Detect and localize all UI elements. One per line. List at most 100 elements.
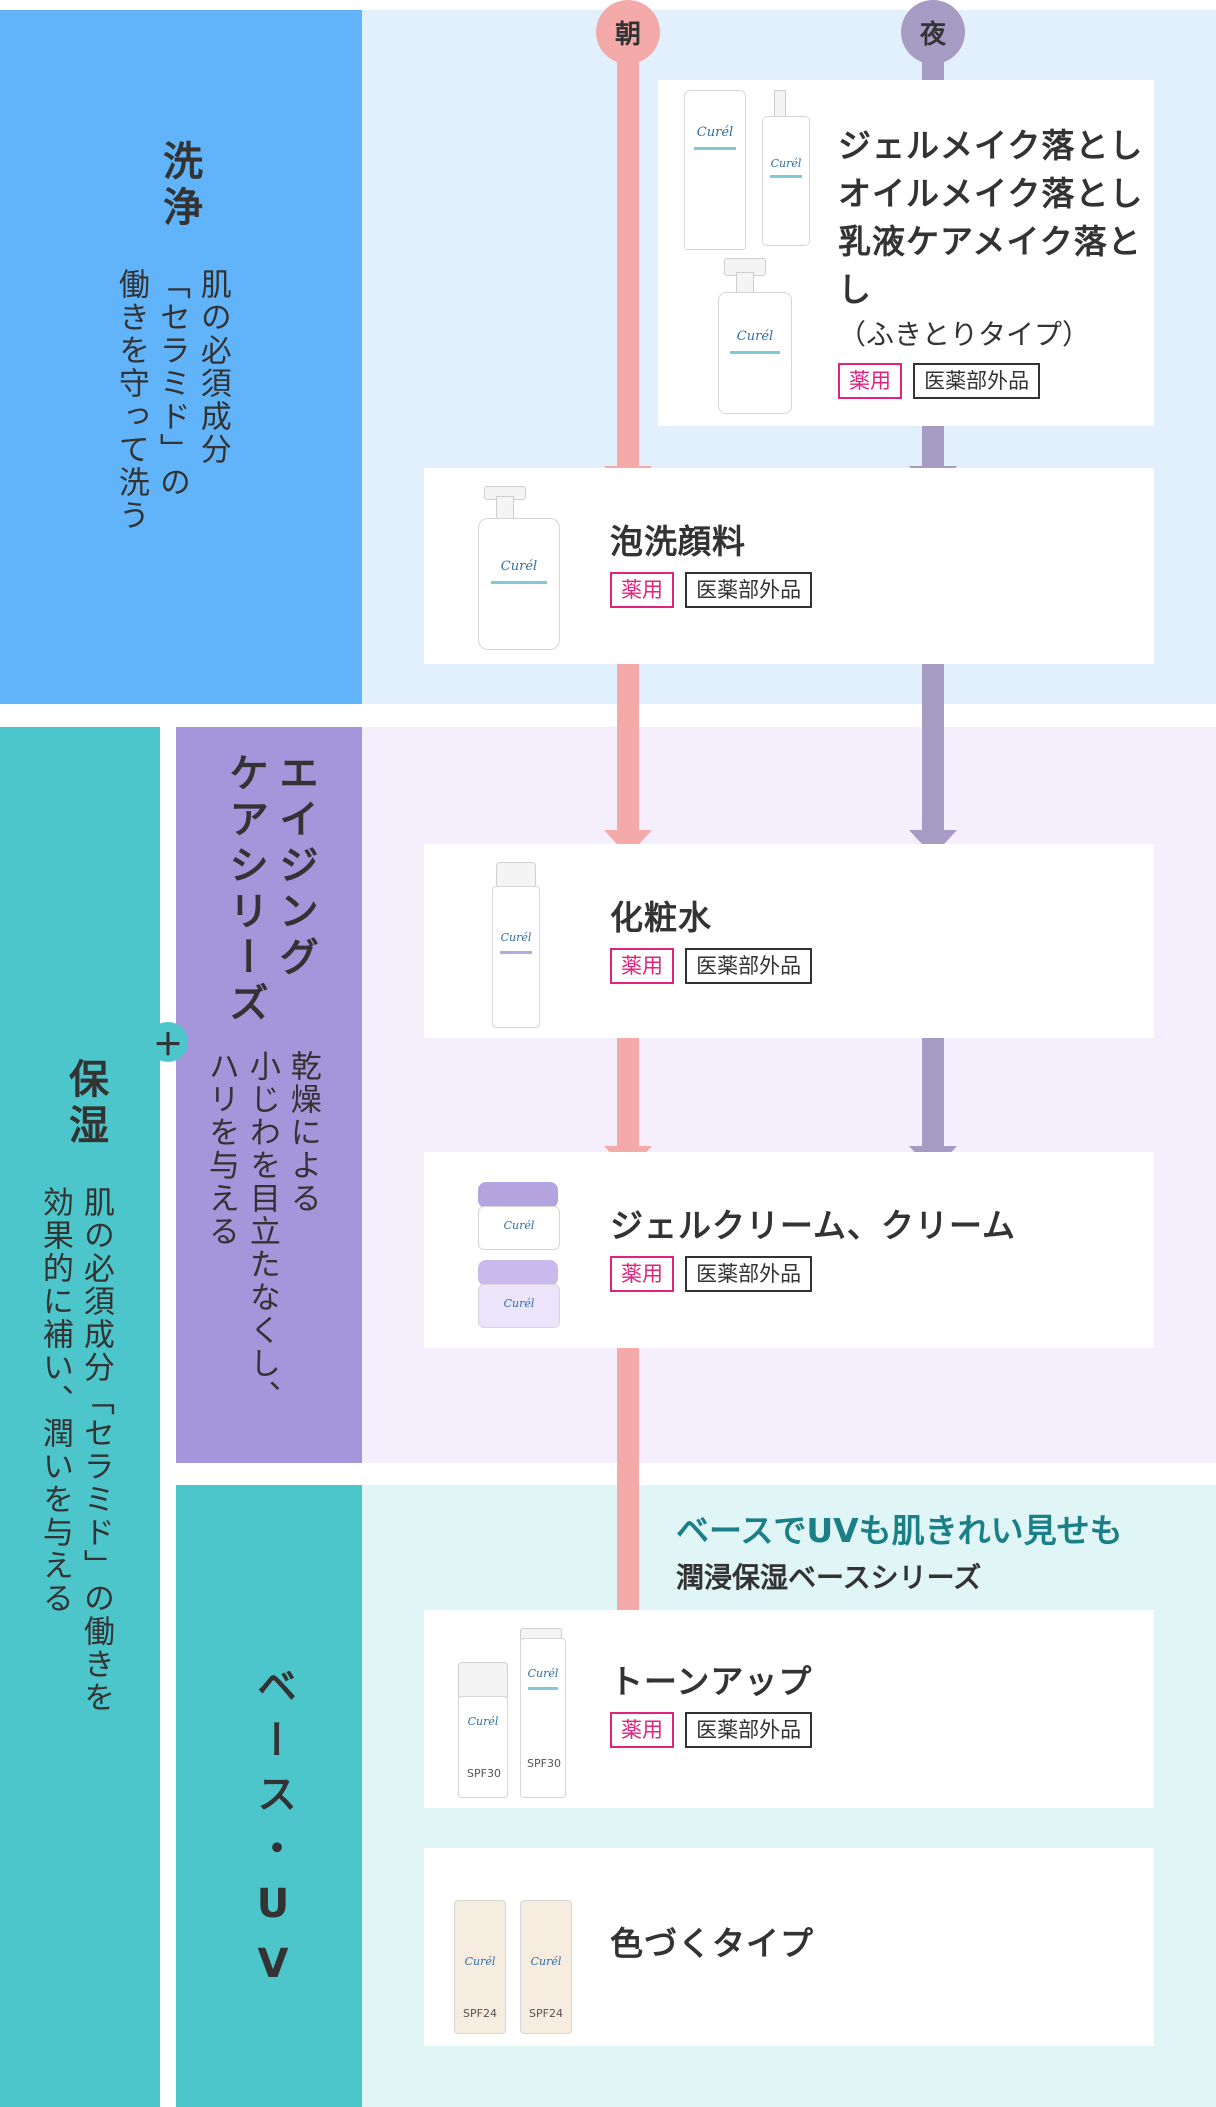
aging-products-panel <box>362 727 1216 1463</box>
package-stripe <box>491 581 547 584</box>
brand-label: Curél <box>736 329 774 344</box>
tag-row: 薬用 医薬部外品 <box>610 1711 813 1748</box>
makeup-remover-card[interactable]: Curél Curél Curél ジェルメイク落とし オイルメイク落とし 乳液… <box>658 80 1154 426</box>
cream-info: ジェルクリーム、クリーム 薬用 医薬部外品 <box>610 1202 1016 1292</box>
tag-row: 薬用 医薬部外品 <box>610 947 813 984</box>
night-badge: 夜 <box>901 0 965 64</box>
bottle-cap <box>458 1662 508 1700</box>
package-stripe <box>769 175 803 178</box>
brand-label: Curél <box>467 1715 499 1728</box>
morning-flow-line <box>617 664 639 844</box>
cleanse-category-panel <box>0 10 362 704</box>
foam-wash-card[interactable]: Curél 泡洗顔料 薬用 医薬部外品 <box>424 468 1154 664</box>
product-name: トーンアップ <box>610 1662 813 1701</box>
product-name: 乳液ケアメイク落とし <box>838 221 1142 309</box>
spf-label: SPF24 <box>529 2007 563 2020</box>
aging-title-line: ケアシリーズ <box>222 752 268 1028</box>
tag-row: 薬用 医薬部外品 <box>838 363 1154 400</box>
brand-label: Curél <box>464 1955 496 1968</box>
lotion-bottle: Curél <box>492 886 540 1028</box>
quasi-drug-badge: 医薬部外品 <box>685 947 813 984</box>
cleanse-title: 洗浄 <box>156 140 202 232</box>
tinted-info: 色づくタイプ <box>610 1920 814 1968</box>
morning-flow-line <box>617 40 639 480</box>
tinted-bottle: Curél SPF24 <box>454 1900 506 2034</box>
tone-up-info: トーンアップ 薬用 医薬部外品 <box>610 1658 813 1748</box>
foam-wash-bottle: Curél <box>478 518 560 650</box>
medicated-badge: 薬用 <box>610 1255 674 1292</box>
aging-category-panel <box>176 727 362 1463</box>
aging-desc-line: ハリを与える <box>202 1050 239 1248</box>
aging-title: エイジング ケアシリーズ <box>220 752 320 1028</box>
cream-jar: Curél <box>478 1284 560 1328</box>
brand-label: Curél <box>530 1955 562 1968</box>
cream-card[interactable]: Curél Curél ジェルクリーム、クリーム 薬用 医薬部外品 <box>424 1152 1154 1348</box>
morning-badge: 朝 <box>596 0 660 64</box>
tag-row: 薬用 医薬部外品 <box>610 1255 1016 1292</box>
tone-up-card[interactable]: Curél SPF30 Curél SPF30 トーンアップ 薬用 医薬部外品 <box>424 1610 1154 1808</box>
foam-wash-info: 泡洗顔料 薬用 医薬部外品 <box>610 518 813 608</box>
product-name: ジェルメイク落とし <box>838 126 1144 165</box>
product-name: オイルメイク落とし <box>838 173 1144 213</box>
package-stripe <box>527 1687 559 1690</box>
product-name: 化粧水 <box>610 898 712 937</box>
quasi-drug-badge: 医薬部外品 <box>685 571 813 608</box>
quasi-drug-badge: 医薬部外品 <box>685 1711 813 1748</box>
lotion-card[interactable]: Curél 化粧水 薬用 医薬部外品 <box>424 844 1154 1038</box>
morning-flow-line <box>617 1348 639 1628</box>
medicated-badge: 薬用 <box>610 571 674 608</box>
tone-up-essence-tube: Curél SPF30 <box>520 1638 566 1798</box>
package-stripe <box>729 351 781 354</box>
base-series-name: 潤浸保湿ベースシリーズ <box>676 1561 982 1594</box>
brand-label: Curél <box>770 157 802 170</box>
medicated-badge: 薬用 <box>610 1711 674 1748</box>
brand-label: Curél <box>527 1667 559 1680</box>
tag-row: 薬用 医薬部外品 <box>610 571 813 608</box>
medicated-badge: 薬用 <box>610 947 674 984</box>
gel-remover-tube: Curél <box>684 90 746 250</box>
lotion-info: 化粧水 薬用 医薬部外品 <box>610 894 813 984</box>
brand-label: Curél <box>696 125 734 140</box>
quasi-drug-badge: 医薬部外品 <box>685 1255 813 1292</box>
tinted-bottle: Curél SPF24 <box>520 1900 572 2034</box>
moisture-desc-line: 効果的に補い、潤いを与える <box>36 1186 73 1615</box>
spf-label: SPF30 <box>467 1767 501 1780</box>
aging-desc-line: 小じわを目立たなくし、 <box>243 1050 280 1413</box>
base-uv-category-panel <box>176 1485 362 2107</box>
plus-icon: ＋ <box>148 1022 188 1063</box>
aging-title-line: エイジング <box>272 752 318 982</box>
medicated-badge: 薬用 <box>838 363 902 400</box>
cleanse-description: 肌の必須成分 「セラミド」の 働きを守って洗う <box>110 268 233 598</box>
product-name: ジェルクリーム、クリーム <box>610 1206 1017 1245</box>
gel-cream-jar: Curél <box>478 1206 560 1250</box>
cleanse-desc-line: 肌の必須成分 <box>194 268 231 466</box>
package-stripe <box>499 951 533 954</box>
moisture-description: 肌の必須成分「セラミド」の働きを 効果的に補い、潤いを与える <box>34 1186 116 1786</box>
spf-label: SPF30 <box>527 1757 561 1770</box>
milk-remover-bottle: Curél <box>718 292 792 414</box>
base-uv-title: ベース・UV <box>250 1665 296 2001</box>
quasi-drug-badge: 医薬部外品 <box>913 363 1041 400</box>
night-flow-line <box>922 664 944 844</box>
oil-remover-bottle: Curél <box>762 116 810 246</box>
tinted-type-card[interactable]: Curél SPF24 Curél SPF24 色づくタイプ <box>424 1848 1154 2046</box>
cleanse-desc-line: 「セラミド」の <box>153 268 190 499</box>
brand-label: Curél <box>503 1219 535 1232</box>
moisture-title: 保湿 <box>62 1058 108 1150</box>
aging-desc-line: 乾燥による <box>284 1050 321 1215</box>
product-subtitle: （ふきとりタイプ） <box>838 318 1091 352</box>
product-name: 色づくタイプ <box>610 1924 814 1963</box>
makeup-remover-names: ジェルメイク落とし オイルメイク落とし 乳液ケアメイク落とし （ふきとりタイプ）… <box>838 122 1154 400</box>
base-headline: ベースでUVも肌きれい見せも <box>676 1511 1123 1550</box>
jar-lid <box>478 1260 558 1286</box>
spf-label: SPF24 <box>463 2007 497 2020</box>
moisture-desc-line: 肌の必須成分「セラミド」の働きを <box>77 1186 114 1714</box>
aging-description: 乾燥による 小じわを目立たなくし、 ハリを与える <box>200 1050 323 1450</box>
jar-lid <box>478 1182 558 1208</box>
night-flow-line <box>922 1038 944 1158</box>
tone-up-milk-bottle: Curél SPF30 <box>458 1696 508 1798</box>
product-name: 泡洗顔料 <box>610 522 746 561</box>
moisture-category-panel <box>0 727 160 2107</box>
brand-label: Curél <box>500 559 538 574</box>
brand-label: Curél <box>503 1297 535 1310</box>
